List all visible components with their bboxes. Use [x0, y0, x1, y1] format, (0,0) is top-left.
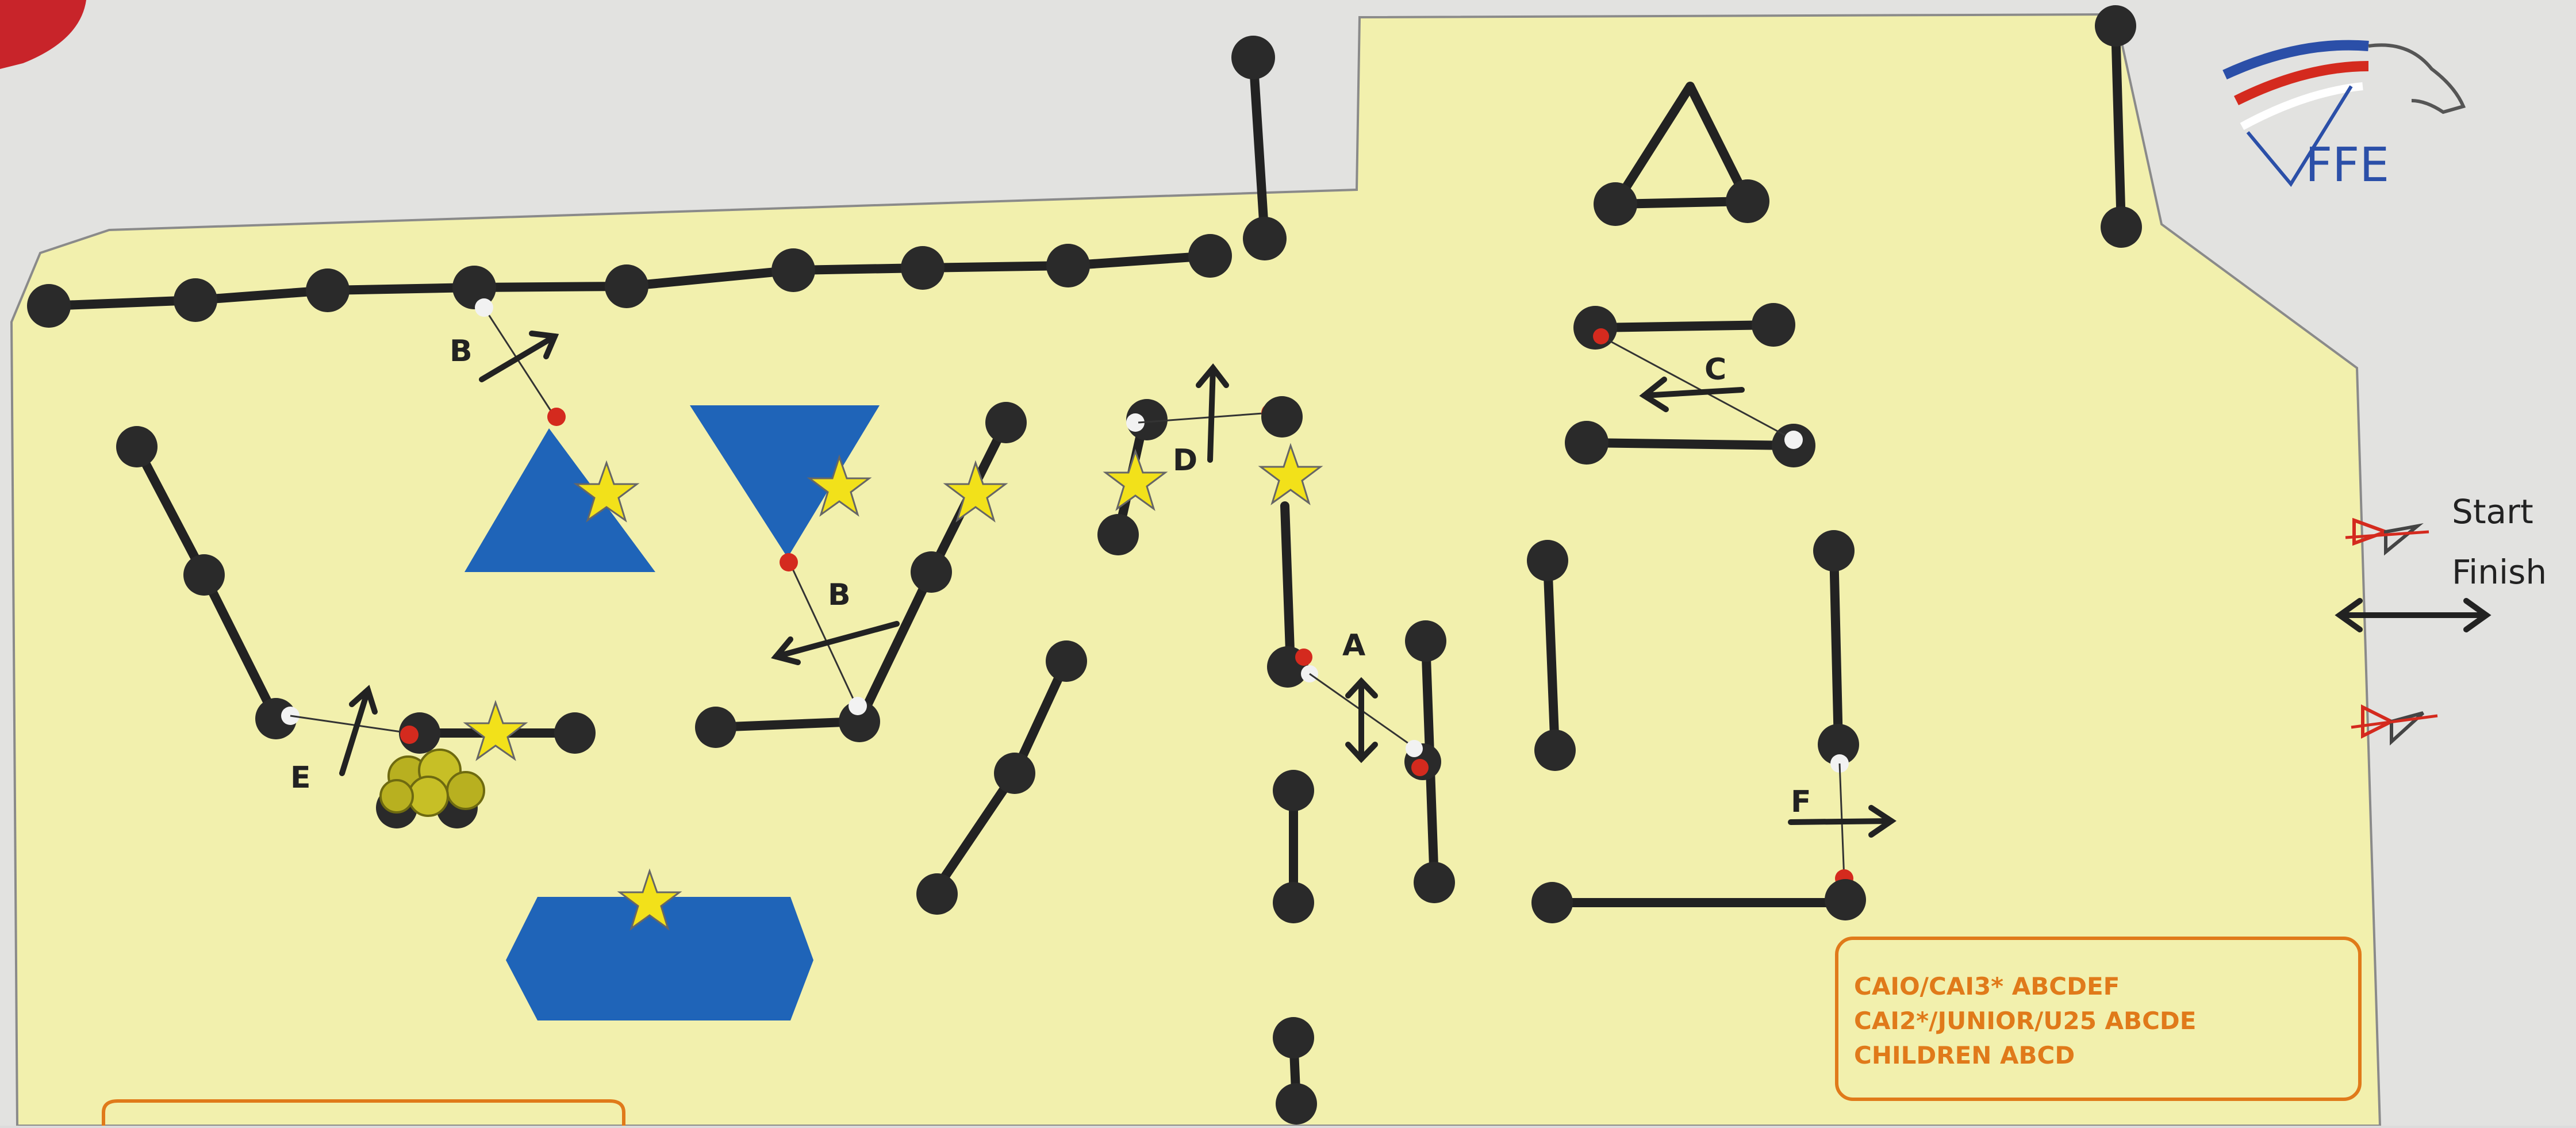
gate-e-red-marker — [400, 726, 419, 744]
gate-c-route — [1600, 335, 1794, 441]
legend-line-2: CAI2*/JUNIOR/U25 ABCDE — [1854, 1007, 2196, 1035]
triangle-post — [1726, 179, 1769, 223]
bush-icon — [376, 749, 485, 828]
horse-head-icon — [2368, 43, 2466, 114]
gate-b-upper-letter: B — [450, 334, 473, 369]
gate-e-route — [290, 715, 410, 734]
legend-line-3: CHILDREN ABCD — [1854, 1041, 2075, 1069]
gate-a-red-marker-2 — [1411, 759, 1429, 776]
right-top-post — [2095, 5, 2136, 47]
gate-c-red-marker — [1593, 328, 1609, 344]
gate-b-upper-white-marker — [475, 298, 493, 317]
gate-f-vertical-fence — [1829, 546, 1843, 749]
right-top-pole — [2111, 21, 2126, 232]
gate-c-arrow — [1639, 377, 1745, 412]
center-vertical-fence — [1280, 501, 1295, 672]
gate-d-route — [1138, 412, 1271, 424]
gate-e-letter: E — [290, 761, 311, 795]
gate-f-letter: F — [1791, 785, 1811, 819]
flag-icon — [2222, 40, 2369, 80]
center-top-post-lower — [1243, 217, 1287, 260]
gate-c-white-marker — [1784, 431, 1803, 449]
gate-c-upper-bar — [1591, 320, 1778, 332]
hexagon-obstacle — [506, 897, 813, 1020]
right-vertical-fence — [1543, 556, 1560, 755]
triangle-obstacle — [1611, 82, 1752, 209]
legend-line-1: CAIO/CAI3* ABCDEF — [1854, 972, 2120, 1000]
top-fence-posts — [27, 234, 1232, 328]
gate-b-lower-arrow — [771, 621, 900, 665]
logo-text: FFE — [2305, 138, 2389, 193]
star-icon — [617, 868, 682, 931]
star-icon — [463, 700, 528, 761]
gate-e-arrow — [339, 685, 378, 776]
gate-a-red-marker — [1295, 649, 1312, 666]
center-top-pole — [1249, 53, 1269, 243]
star-icon — [943, 460, 1008, 523]
center-top-post — [1231, 36, 1275, 79]
star-icon — [1103, 448, 1168, 511]
gate-d-letter: D — [1173, 443, 1197, 478]
gate-b-lower-red-marker — [780, 553, 798, 571]
gate-c-lower-bar — [1582, 438, 1798, 450]
bottom-box — [102, 1099, 625, 1126]
finish-flag — [2351, 704, 2438, 746]
triangle-post — [1594, 182, 1637, 226]
gate-b-lower-white-marker — [849, 697, 867, 715]
start-flag — [2345, 517, 2429, 556]
gate-b-upper-red-marker — [547, 408, 566, 426]
triangle-obstacle-inverted — [690, 405, 880, 558]
gate-b-lower-route — [788, 560, 858, 707]
gate-a-letter: A — [1342, 628, 1365, 663]
start-finish-arrow — [2335, 598, 2491, 632]
ffe-logo: FFE — [2222, 40, 2466, 193]
gate-b-lower-letter: B — [828, 578, 851, 612]
gate-f-arrow — [1788, 805, 1897, 838]
star-icon — [573, 460, 640, 523]
finish-label: Finish — [2452, 553, 2547, 592]
star-icon — [807, 454, 872, 517]
gate-a-white-marker-2 — [1406, 740, 1423, 757]
gate-d-white-marker — [1126, 413, 1145, 432]
legend-box — [1835, 937, 2362, 1101]
gate-a-arrow — [1345, 677, 1378, 763]
right-top-post-lower — [2101, 206, 2142, 248]
corner-mark — [0, 0, 86, 69]
gate-d-arrow — [1196, 363, 1229, 463]
gate-b-upper-route — [483, 307, 556, 417]
start-label: Start — [2452, 492, 2533, 531]
star-icon — [1258, 443, 1323, 505]
gate-c-letter: C — [1704, 352, 1726, 387]
triangle-obstacle-upright — [464, 428, 655, 572]
gate-b-upper-arrow — [479, 331, 559, 382]
